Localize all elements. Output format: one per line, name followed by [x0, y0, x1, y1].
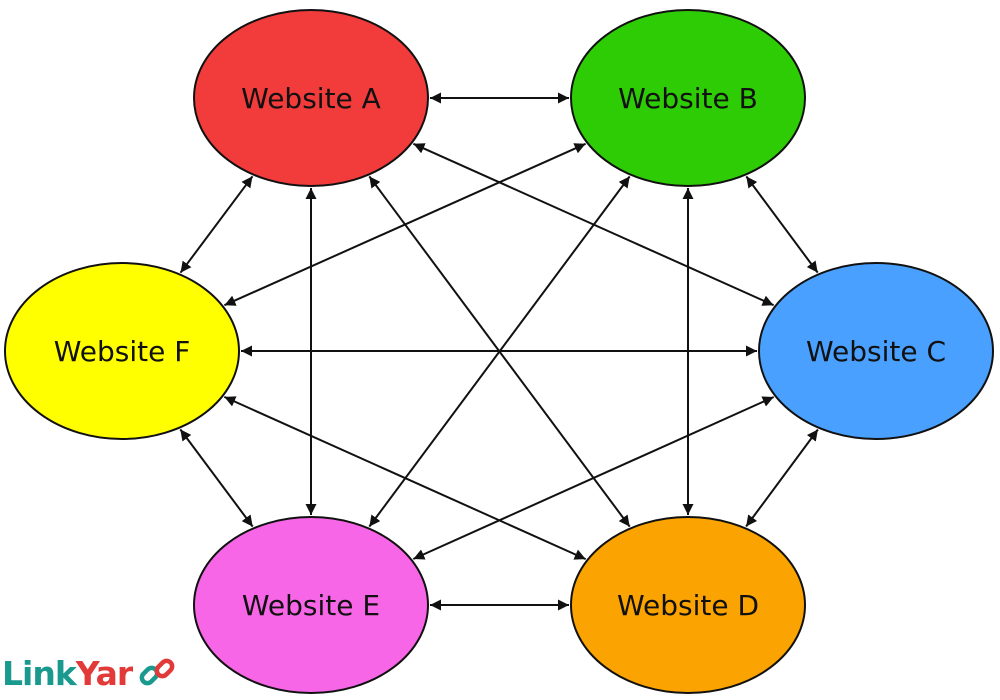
node-a-label: Website A	[241, 82, 381, 115]
node-e: Website E	[193, 516, 429, 694]
linkyar-logo: LinkYar	[2, 650, 178, 696]
logo-text-yar: Yar	[75, 653, 133, 693]
logo-text-link: Link	[2, 653, 77, 693]
edge-a-f	[179, 175, 254, 274]
node-c: Website C	[758, 262, 994, 440]
node-d: Website D	[570, 516, 806, 694]
node-b-label: Website B	[618, 82, 758, 115]
node-b: Website B	[570, 9, 806, 187]
node-f-label: Website F	[54, 335, 191, 368]
node-e-label: Website E	[242, 589, 380, 622]
node-e-circle	[193, 516, 429, 694]
nodes-layer: Website A Website B Website C Website D Webs…	[4, 9, 994, 694]
node-c-circle	[758, 262, 994, 440]
chain-link-icon	[139, 658, 175, 686]
edge-e-f	[179, 428, 254, 528]
node-a: Website A	[193, 9, 429, 187]
node-d-circle	[570, 516, 806, 694]
node-f-circle	[4, 262, 240, 440]
edge-b-c	[745, 175, 819, 274]
node-f: Website F	[4, 262, 240, 440]
node-b-circle	[570, 9, 806, 187]
edges-layer	[179, 92, 819, 611]
edge-b-f	[223, 142, 587, 307]
node-c-label: Website C	[806, 335, 946, 368]
edge-d-f	[223, 395, 587, 561]
logo-text: LinkYar	[2, 653, 133, 693]
node-d-label: Website D	[617, 589, 759, 622]
edge-c-d	[745, 428, 819, 528]
node-a-circle	[193, 9, 429, 187]
